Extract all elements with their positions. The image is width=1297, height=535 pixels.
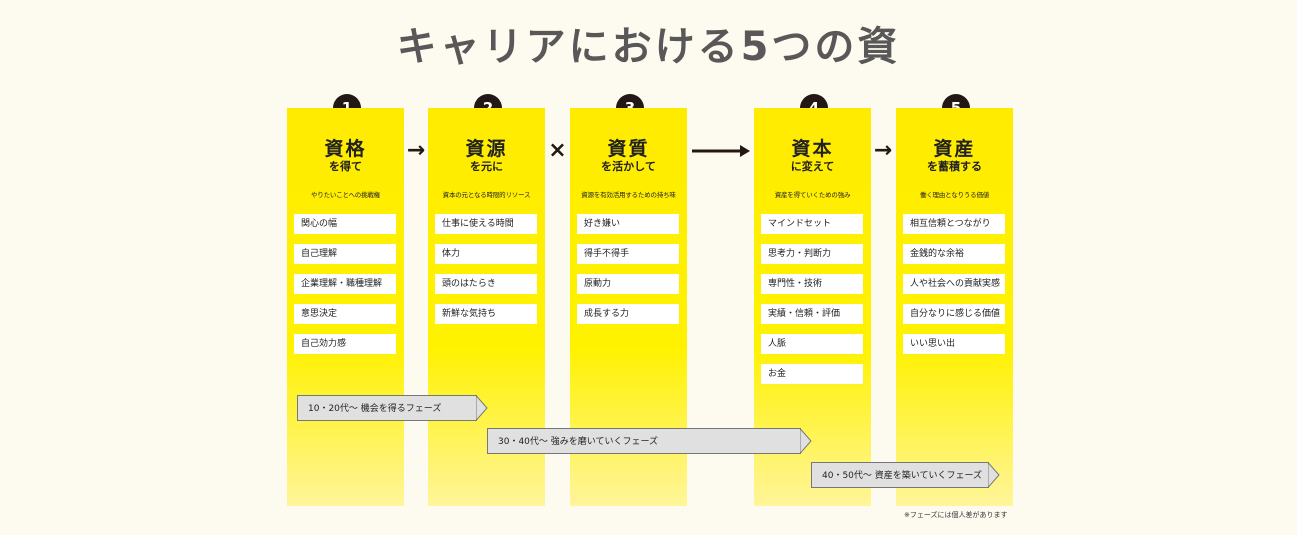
arrow-icon: → <box>873 138 893 163</box>
list-item: 新鮮な気持ち <box>435 304 537 324</box>
list-item: 専門性・技術 <box>761 274 863 294</box>
column-title: 資産 <box>933 138 976 160</box>
list-item: 関心の幅 <box>294 214 396 234</box>
list-item: 好き嫌い <box>577 214 679 234</box>
arrow-icon: → <box>406 138 426 163</box>
column-title: 資源 <box>465 138 508 160</box>
phase-bar-1-tip <box>476 395 488 421</box>
column-title: 資質 <box>607 138 650 160</box>
column-shikaku: 資格 を得て やりたいことへの挑戦権 関心の幅 自己理解 企業理解・職種理解 意… <box>287 108 404 506</box>
column-description: やりたいことへの挑戦権 <box>311 191 380 199</box>
list-item: 思考力・判断力 <box>761 244 863 264</box>
column-subtitle: を蓄積する <box>927 160 982 173</box>
list-item: 体力 <box>435 244 537 264</box>
column-description: 資源を有効活用するための持ち味 <box>581 191 676 199</box>
column-title: 資本 <box>791 138 834 160</box>
list-item: 企業理解・職種理解 <box>294 274 396 294</box>
list-item: 人脈 <box>761 334 863 354</box>
column-subtitle: を元に <box>470 160 503 173</box>
list-item: 自己効力感 <box>294 334 396 354</box>
list-item: 原動力 <box>577 274 679 294</box>
list-item: 人や社会への貢献実感 <box>903 274 1005 294</box>
list-item: 自己理解 <box>294 244 396 264</box>
long-arrow-svg <box>692 145 750 157</box>
column-shigen: 資源 を元に 資本の元となる時限的リソース 仕事に使える時間 体力 頭のはたらき… <box>428 108 545 506</box>
column-shisan: 資産 を蓄積する 働く理由となりうる価値 相互信頼とつながり 金銭的な余裕 人や… <box>896 108 1013 506</box>
list-item: 意思決定 <box>294 304 396 324</box>
list-item: 金銭的な余裕 <box>903 244 1005 264</box>
long-arrow-icon <box>690 141 752 165</box>
list-item: 実績・信頼・評価 <box>761 304 863 324</box>
column-description: 資産を得ていくための強み <box>774 191 851 199</box>
list-item: マインドセット <box>761 214 863 234</box>
column-description: 資本の元となる時限的リソース <box>442 191 531 199</box>
phase-bar-3: 40・50代〜 資産を築いていくフェーズ <box>811 462 989 488</box>
list-item: 自分なりに感じる価値 <box>903 304 1005 324</box>
page-title: キャリアにおける5つの資 <box>396 24 901 70</box>
phase-bar-2-tip <box>800 428 812 454</box>
column-description: 働く理由となりうる価値 <box>919 191 990 199</box>
phase-bar-3-tip <box>988 462 1000 488</box>
list-item: お金 <box>761 364 863 384</box>
column-subtitle: を活かして <box>601 160 656 173</box>
column-subtitle: を得て <box>329 160 362 173</box>
list-item: 頭のはたらき <box>435 274 537 294</box>
list-item: 相互信頼とつながり <box>903 214 1005 234</box>
phase-bar-2: 30・40代〜 強みを磨いていくフェーズ <box>487 428 801 454</box>
list-item: 成長する力 <box>577 304 679 324</box>
column-title: 資格 <box>324 138 367 160</box>
multiply-icon: × <box>548 138 567 163</box>
column-subtitle: に変えて <box>790 160 835 173</box>
footnote: ※フェーズには個人差があります <box>904 511 1008 519</box>
list-item: いい思い出 <box>903 334 1005 354</box>
phase-bar-1: 10・20代〜 機会を得るフェーズ <box>297 395 477 421</box>
list-item: 得手不得手 <box>577 244 679 264</box>
list-item: 仕事に使える時間 <box>435 214 537 234</box>
